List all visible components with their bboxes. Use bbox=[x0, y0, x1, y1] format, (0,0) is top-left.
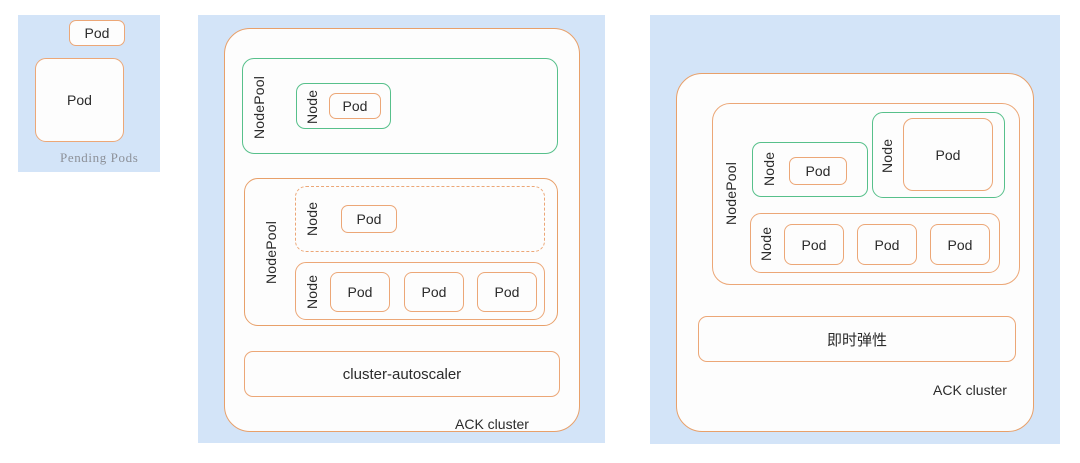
middle-nodepool-1-box bbox=[242, 58, 558, 154]
pod-label: Pod bbox=[494, 284, 520, 300]
right-node-1-pod-1: Pod bbox=[789, 157, 847, 185]
right-node-3-pod-3: Pod bbox=[930, 224, 990, 265]
pod-label: Pod bbox=[84, 25, 110, 41]
right-nodepool-label: NodePool bbox=[723, 161, 739, 225]
right-node-3-pod-1: Pod bbox=[784, 224, 844, 265]
pod-label: Pod bbox=[805, 163, 831, 179]
pending-pod-small: Pod bbox=[69, 20, 125, 46]
pod-label: Pod bbox=[801, 236, 827, 253]
right-node-3-pod-2: Pod bbox=[857, 224, 917, 265]
instant-elasticity-label: 即时弹性 bbox=[826, 330, 887, 349]
pod-label: Pod bbox=[421, 284, 447, 300]
middle-nodepool-2-node-1-pod-1: Pod bbox=[341, 205, 397, 233]
right-node-3-label: Node bbox=[758, 226, 774, 262]
pod-label: Pod bbox=[347, 284, 373, 300]
pending-pods-caption: Pending Pods bbox=[60, 150, 139, 165]
middle-nodepool-1-node-1-label: Node bbox=[304, 89, 320, 125]
right-node-2-label: Node bbox=[879, 138, 895, 174]
right-node-1-label: Node bbox=[761, 151, 777, 187]
pod-label: Pod bbox=[356, 211, 382, 227]
pod-label: Pod bbox=[947, 236, 973, 253]
pod-label: Pod bbox=[935, 146, 961, 163]
middle-nodepool-2-label: NodePool bbox=[263, 220, 279, 284]
pod-label: Pod bbox=[67, 92, 92, 108]
middle-nodepool-2-node-2-pod-2: Pod bbox=[404, 272, 464, 312]
right-ack-cluster-label: ACK cluster bbox=[933, 382, 1007, 398]
cluster-autoscaler-label: cluster-autoscaler bbox=[342, 365, 462, 383]
middle-nodepool-2-node-2-pod-3: Pod bbox=[477, 272, 537, 312]
middle-nodepool-1-label: NodePool bbox=[251, 75, 267, 139]
cluster-autoscaler-box bbox=[244, 351, 560, 397]
pending-pod-large: Pod bbox=[35, 58, 124, 142]
middle-nodepool-2-node-1-box bbox=[295, 186, 545, 252]
right-node-2-pod-1: Pod bbox=[903, 118, 993, 191]
pod-label: Pod bbox=[342, 98, 368, 114]
pod-label: Pod bbox=[874, 236, 900, 253]
middle-nodepool-2-node-2-label: Node bbox=[304, 274, 320, 310]
instant-elasticity-box bbox=[698, 316, 1016, 362]
middle-ack-cluster-label: ACK cluster bbox=[455, 416, 529, 432]
middle-nodepool-2-node-2-pod-1: Pod bbox=[330, 272, 390, 312]
middle-nodepool-1-node-1-pod-1: Pod bbox=[329, 93, 381, 119]
middle-nodepool-2-node-1-label: Node bbox=[304, 201, 320, 237]
